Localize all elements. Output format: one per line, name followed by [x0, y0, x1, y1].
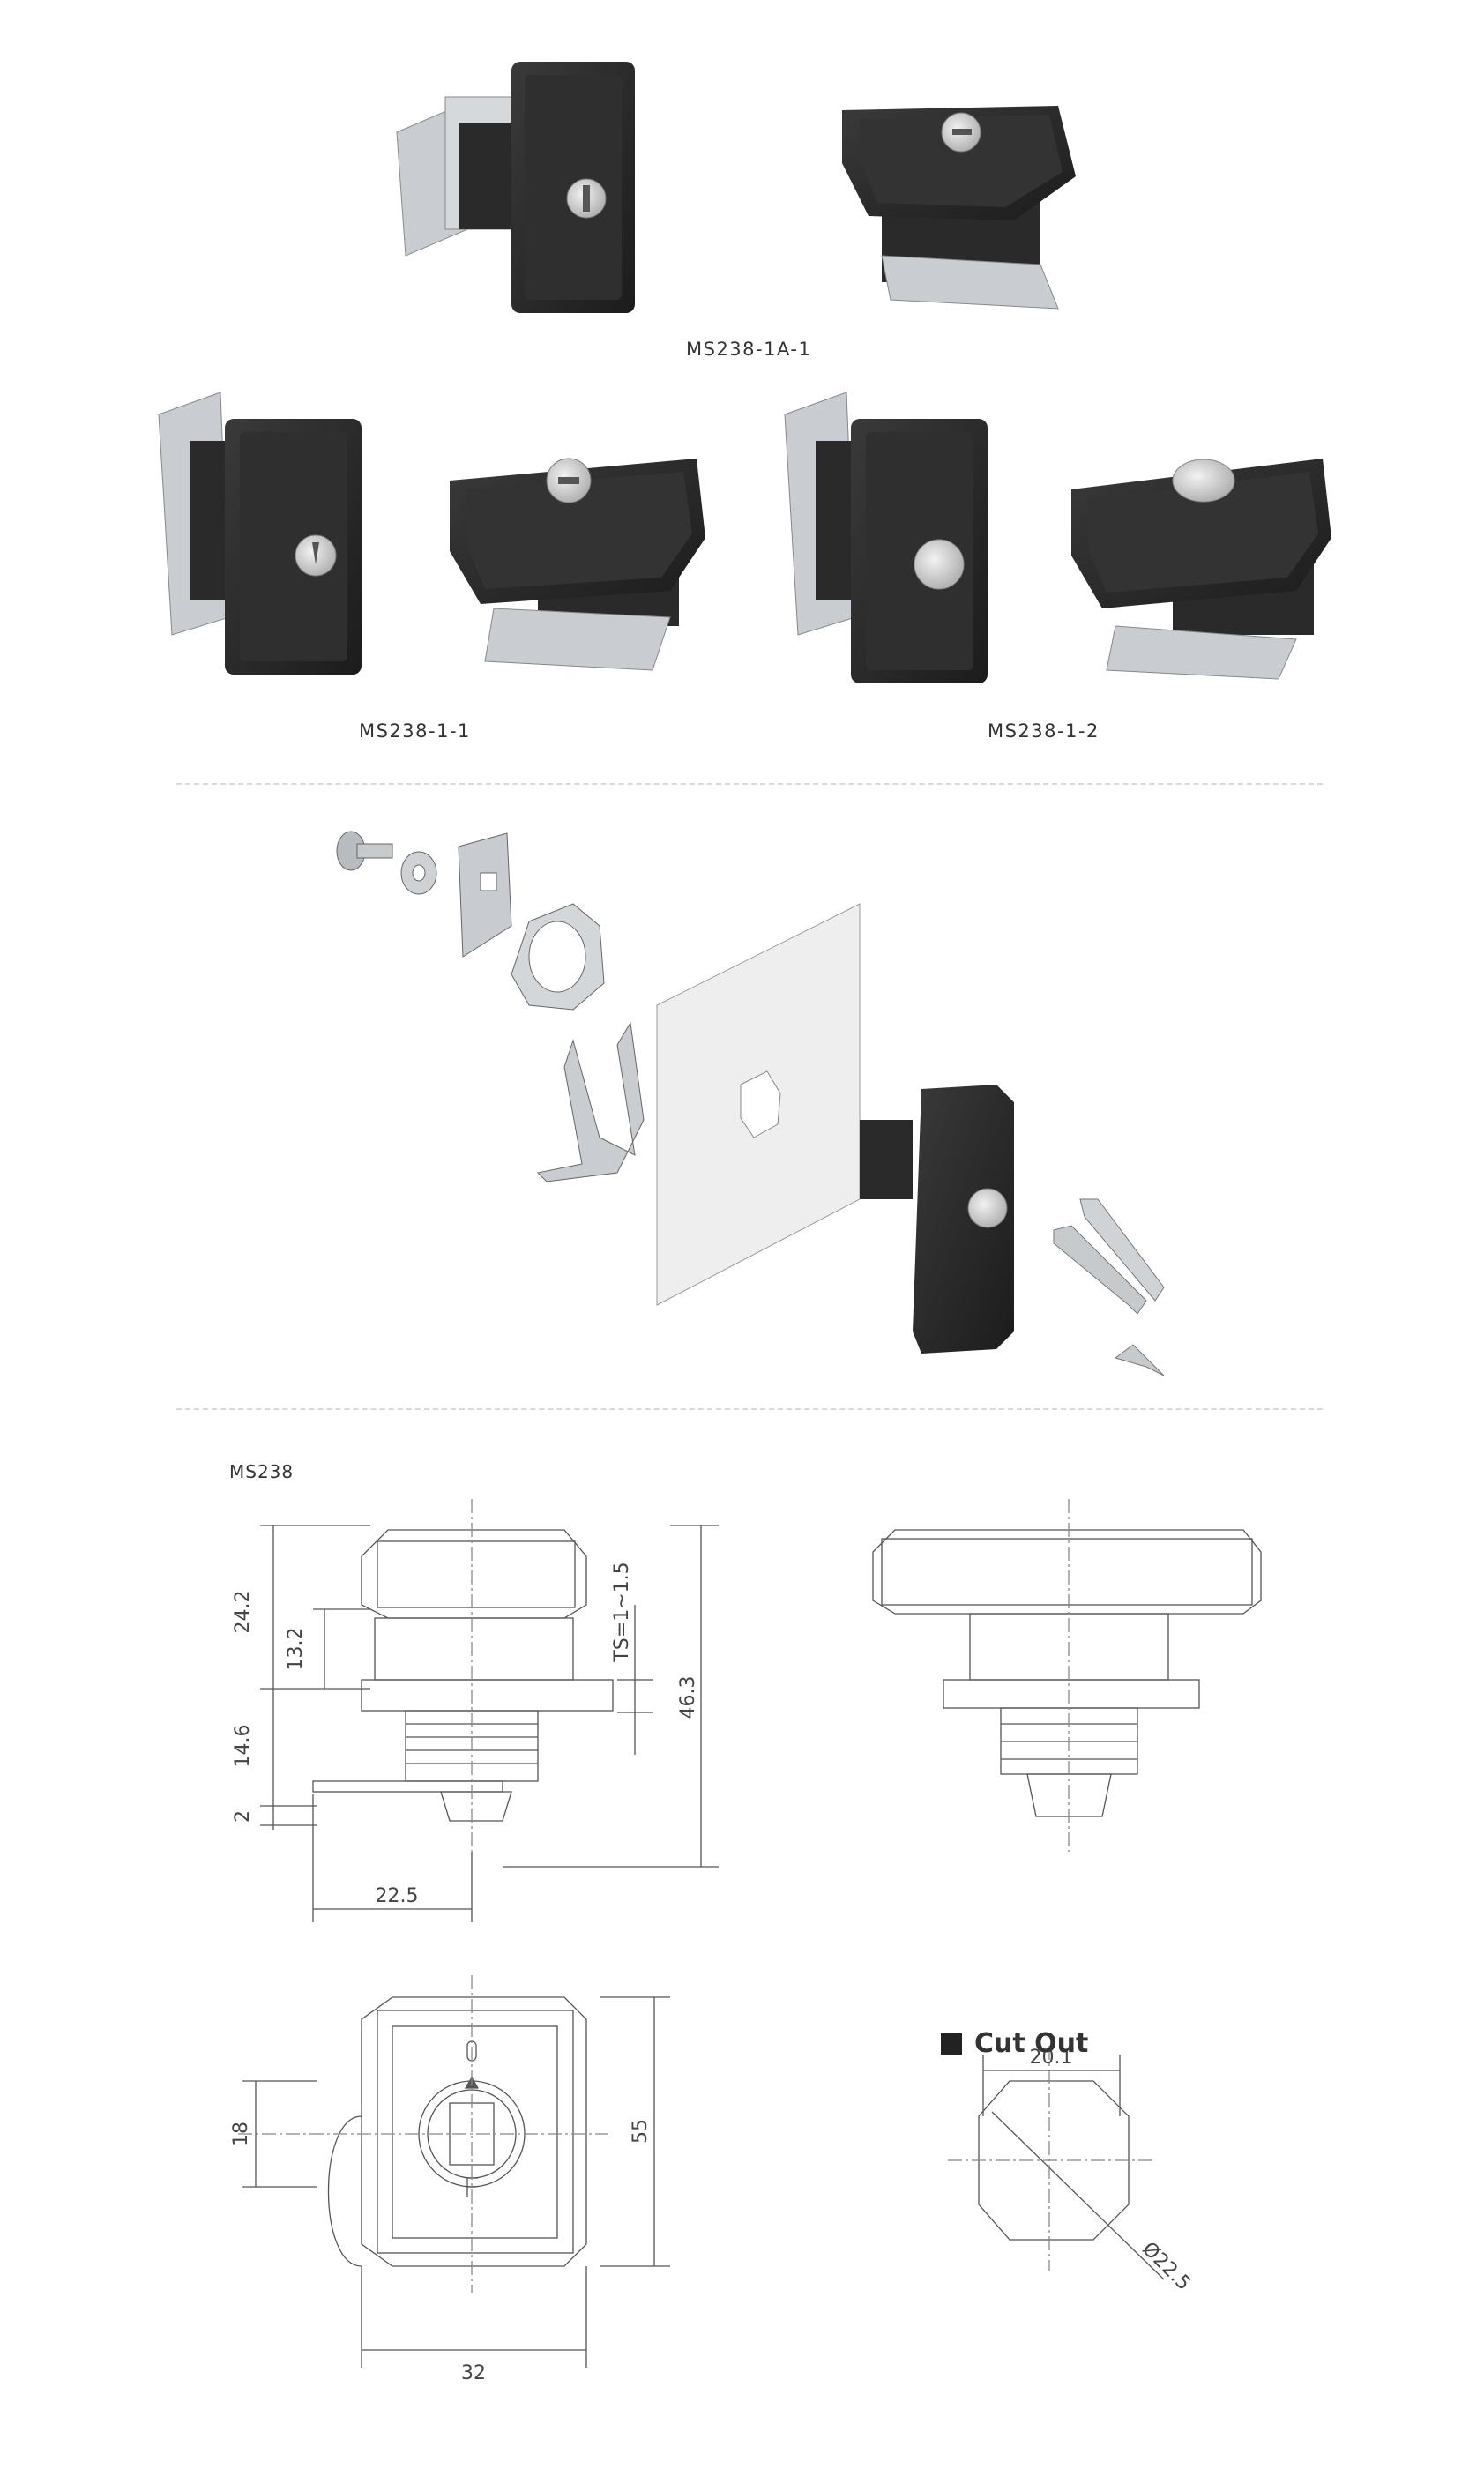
cutout-width: 20.1	[1030, 2047, 1073, 2069]
side-view	[312, 1499, 614, 1852]
lock-12-top-image	[1071, 459, 1331, 680]
dim-55: 55	[630, 2119, 652, 2144]
dim-46-3: 46.3	[677, 1676, 699, 1719]
cutout-shape	[948, 2046, 1165, 2280]
product-label-12: MS238-1-2	[988, 720, 1100, 742]
dim-32: 32	[461, 2362, 486, 2384]
lock-12-front-image	[784, 392, 988, 683]
cutout-heading: Cut Out	[941, 2028, 1088, 2059]
lock-11-front-image	[158, 392, 362, 675]
exploded-assembly-image	[336, 831, 1165, 1376]
dim-22-5: 22.5	[376, 1885, 419, 1907]
lock-1a-top-image	[842, 106, 1076, 310]
panel-part	[656, 903, 861, 1306]
square-bullet-icon	[941, 2033, 962, 2055]
dim-18: 18	[230, 2122, 252, 2146]
section-divider-2	[176, 1408, 1323, 1410]
screw-part	[336, 831, 393, 871]
lock-11-top-image	[450, 458, 705, 671]
dim-ts: TS=1~1.5	[611, 1562, 633, 1662]
bottom-dimensions	[242, 1996, 670, 2368]
model-label: MS238	[229, 1461, 295, 1482]
spring-clip-part	[536, 1021, 645, 1182]
section-divider	[176, 783, 1323, 785]
dim-2: 2	[232, 1810, 254, 1823]
side-dimensions	[260, 1525, 719, 1922]
cutout-title: Cut Out	[974, 2028, 1089, 2059]
lock-1a-front-image	[396, 62, 635, 313]
cam-plate-part	[458, 832, 512, 958]
dim-13-2: 13.2	[285, 1628, 307, 1671]
dim-14-6: 14.6	[232, 1725, 254, 1768]
front-view	[872, 1499, 1262, 1852]
washer-part	[400, 851, 437, 895]
product-images	[158, 62, 1331, 683]
dim-24-2: 24.2	[232, 1591, 254, 1634]
product-label-11: MS238-1-1	[359, 720, 471, 742]
cutout-diameter: Ø22.5	[1137, 2238, 1195, 2295]
keys-part	[1053, 1198, 1165, 1376]
hex-nut-part	[511, 903, 605, 1011]
bottom-front-view	[238, 1975, 608, 2293]
product-label-1a: MS238-1A-1	[686, 339, 812, 360]
technical-drawing: 24.2 13.2 14.6 2 TS=1~1.5 46.3 22.5 18 5…	[230, 1499, 1262, 2384]
lock-body-part	[860, 1085, 1014, 1354]
